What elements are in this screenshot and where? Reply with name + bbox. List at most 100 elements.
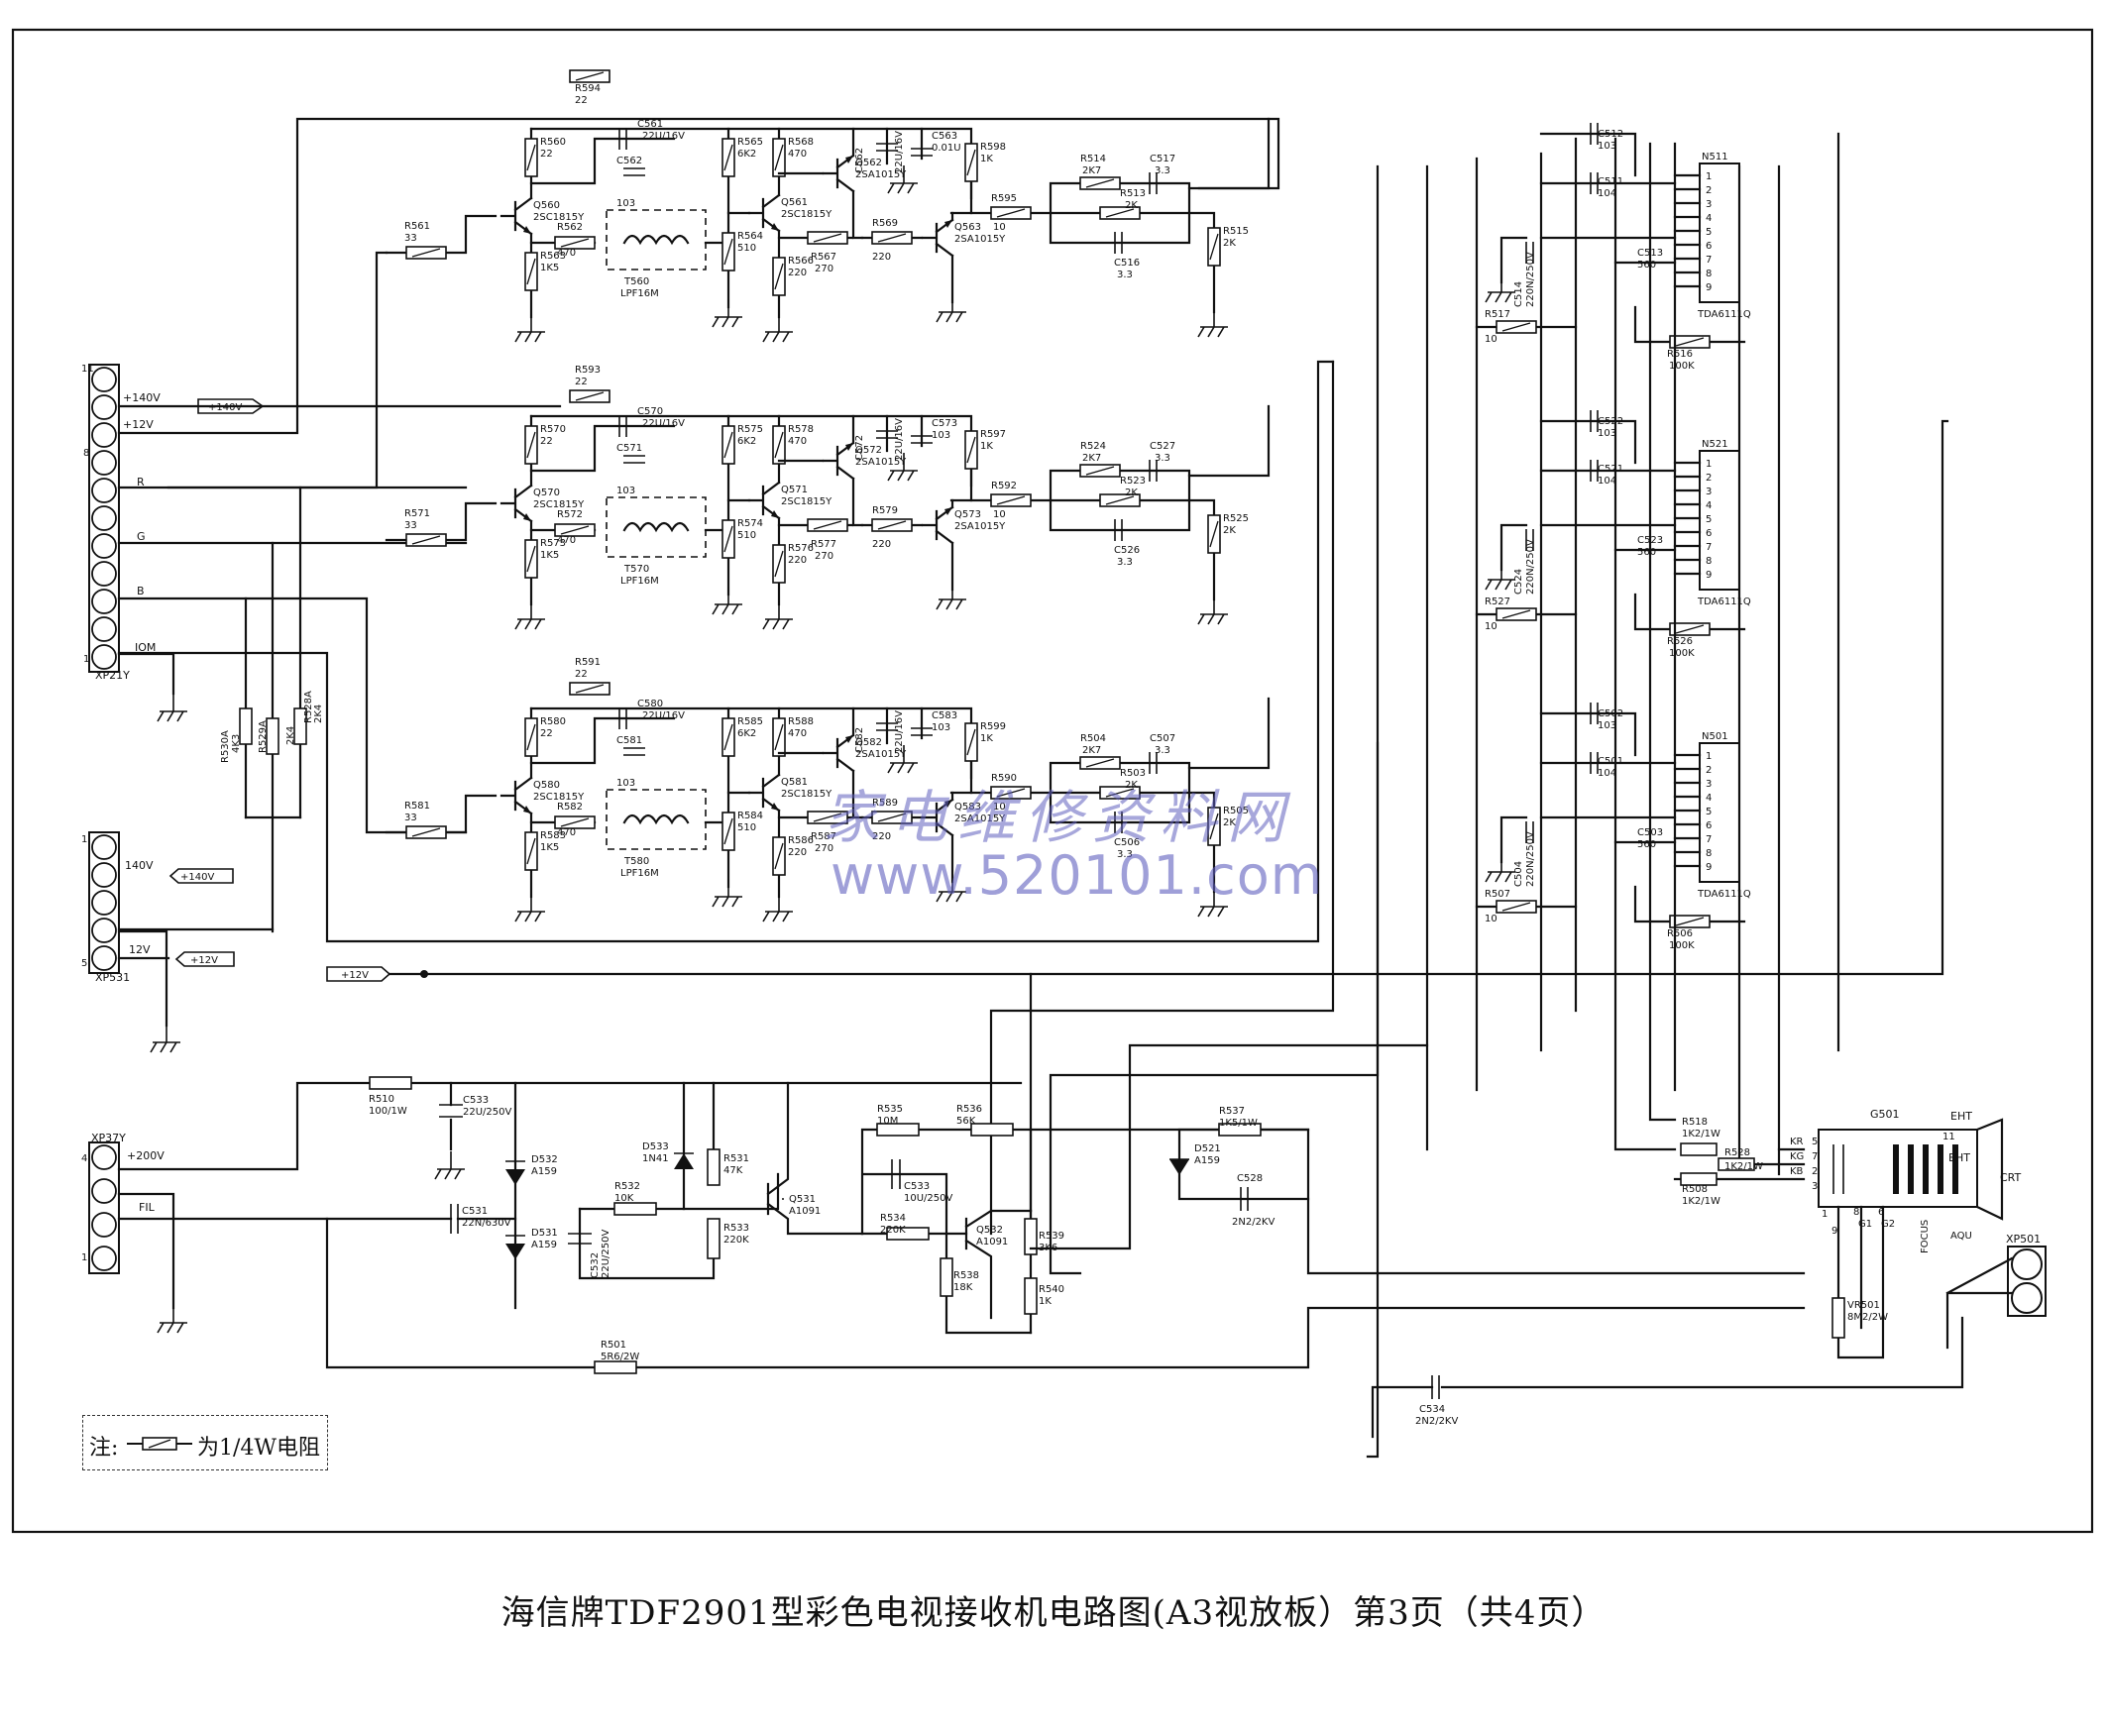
component-label: C516 <box>1114 258 1140 269</box>
component-label: R514 <box>1080 154 1106 164</box>
component-label: Q580 <box>533 780 560 791</box>
svg-text:C532: C532 <box>590 1252 601 1278</box>
component-label: C562 <box>854 148 865 173</box>
component-label: C570 <box>637 406 663 417</box>
component-label: 220N/250V <box>1525 831 1536 887</box>
capacitor <box>911 727 933 736</box>
component-label: 9 <box>1706 570 1712 581</box>
video-channel-2: R57133Q5702SC1815YR57022R59322C57022U/16… <box>385 365 1751 659</box>
component-label: R582 <box>557 802 583 813</box>
component-label: 1K <box>980 154 993 164</box>
component-label: C561 <box>637 119 663 130</box>
svg-text:R540: R540 <box>1039 1284 1064 1295</box>
svg-text:1: 1 <box>81 1252 87 1263</box>
component-label: 2SC1815Y <box>781 789 832 800</box>
component-label: 2 <box>1706 473 1712 484</box>
component-label: 100K <box>1669 648 1695 659</box>
component-label: C506 <box>1114 837 1140 848</box>
component-label: C517 <box>1150 154 1175 164</box>
component-label: 22U/16V <box>894 710 905 753</box>
component-label: T560 <box>623 276 649 287</box>
component-label: 22 <box>540 436 553 447</box>
component-label: 2K <box>1223 817 1236 828</box>
component-label: R504 <box>1080 733 1106 744</box>
component-label: R594 <box>575 83 601 94</box>
component-label: N511 <box>1702 152 1728 163</box>
component-label: 6 <box>1706 528 1712 539</box>
component-label: 2SA1015Y <box>855 169 907 180</box>
svg-text:EHT: EHT <box>1948 1151 1970 1164</box>
svg-text:XP21Y: XP21Y <box>95 669 130 682</box>
component-label: R513 <box>1120 188 1146 199</box>
svg-text:VR501: VR501 <box>1847 1300 1880 1311</box>
svg-text:6: 6 <box>1878 1207 1884 1218</box>
component-label: R591 <box>575 657 601 668</box>
capacitor <box>1149 172 1158 194</box>
resistor-legend-icon <box>127 1437 192 1451</box>
net-flag-140v: +140V <box>197 398 265 414</box>
component-label: 2SC1815Y <box>781 209 832 220</box>
component-label: 2K <box>1223 525 1236 536</box>
svg-text:G501: G501 <box>1870 1108 1900 1121</box>
svg-text:XP37Y: XP37Y <box>91 1132 126 1144</box>
svg-text:1K2/1W: 1K2/1W <box>1682 1129 1720 1139</box>
component-label: 1K <box>980 733 993 744</box>
svg-text:A1091: A1091 <box>976 1237 1008 1248</box>
component-label: 10 <box>1485 334 1497 345</box>
watermark-url: www.520101.com <box>831 844 1324 907</box>
ground-icon <box>712 299 742 328</box>
component-label: 2SA1015Y <box>954 814 1006 824</box>
ground-icon <box>157 1305 187 1334</box>
component-label: 0.01U <box>932 143 961 154</box>
power-section: XP37Y 4 1 +200V FIL R510 100/1W C533 22U… <box>81 1043 1964 1439</box>
svg-text:3: 3 <box>1812 1181 1818 1192</box>
svg-text:R501: R501 <box>601 1340 626 1351</box>
component-label: R503 <box>1120 768 1146 779</box>
svg-text:2: 2 <box>1812 1166 1818 1177</box>
component-label: 8 <box>1706 848 1712 859</box>
capacitor <box>623 167 645 176</box>
ground-icon <box>936 294 966 323</box>
component-label: R572 <box>557 509 583 520</box>
component-label: LPF16M <box>620 576 659 587</box>
component-label: 4 <box>1706 793 1712 804</box>
component-label: Q563 <box>954 222 981 233</box>
component-label: C572 <box>854 435 865 461</box>
component-label: R590 <box>991 773 1017 784</box>
component-label: R516 <box>1667 349 1693 360</box>
svg-text:R529A: R529A <box>258 720 269 753</box>
component-label: 7 <box>1706 542 1712 553</box>
component-label: R573 <box>540 538 566 549</box>
component-label: C562 <box>616 156 642 166</box>
svg-text:18K: 18K <box>953 1282 973 1293</box>
component-label: R577 <box>811 539 836 550</box>
component-label: 1K5 <box>540 842 559 853</box>
ground-icon <box>514 601 545 630</box>
component-label: 470 <box>788 149 807 160</box>
component-label: 100K <box>1669 361 1695 372</box>
capacitor <box>876 722 898 731</box>
component-label: C563 <box>932 131 957 142</box>
component-label: 5 <box>1706 227 1712 238</box>
component-label: 470 <box>788 436 807 447</box>
svg-text:R532: R532 <box>614 1181 640 1192</box>
component-label: T570 <box>623 564 649 575</box>
component-label: R517 <box>1485 309 1510 320</box>
svg-text:R536: R536 <box>956 1104 982 1115</box>
capacitor <box>1590 703 1599 724</box>
component-label: R515 <box>1223 226 1249 237</box>
ground-icon <box>712 879 742 908</box>
component-label: R579 <box>872 505 898 516</box>
component-label: 1 <box>1706 751 1712 762</box>
component-label: 22U/16V <box>642 131 685 142</box>
capacitor <box>1525 242 1534 264</box>
video-channel-3: R58133Q5802SC1815YR58022R59122C58022U/16… <box>385 657 1751 951</box>
component-label: 2SA1015Y <box>855 457 907 468</box>
capacitor <box>618 128 627 150</box>
capacitor <box>618 415 627 437</box>
svg-text:7: 7 <box>1812 1151 1818 1162</box>
svg-text:A1091: A1091 <box>789 1206 821 1217</box>
component-label: R598 <box>980 142 1006 153</box>
component-label: R585 <box>737 716 763 727</box>
